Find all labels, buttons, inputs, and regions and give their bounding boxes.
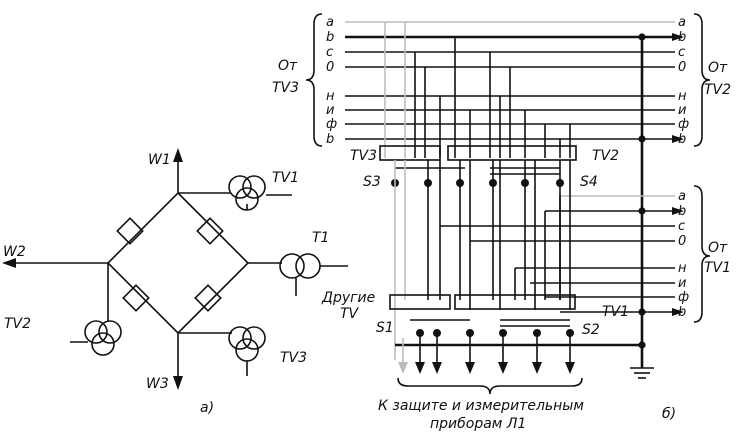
svg-text:ф: ф [678,117,689,132]
upper-bus-arrows [672,33,684,143]
feeder-w1-arrow [173,148,183,162]
output-arrows [398,333,575,374]
svg-text:b: b [678,30,686,45]
svg-text:a: a [326,15,334,30]
breaker-q4 [194,284,222,312]
tv1-lower-block [454,294,576,310]
tv2-wire-labels: a b c 0 н и ф b [678,15,689,147]
lower-bus-arrows [672,207,684,316]
s1-s2-contacts [410,319,574,337]
switch-s1-label: S1 [376,320,394,336]
svg-text:ф: ф [326,117,337,132]
transformer-t1-label: T1 [312,230,329,246]
svg-text:b: b [678,305,686,320]
tv1-group-prefix: От [708,240,728,256]
svg-text:b: b [678,204,686,219]
svg-text:c: c [678,45,685,60]
panel-b-wiring-scheme: a b c 0 н и ф b От TV3 a b c 0 н и ф b О… [272,13,731,432]
outputs-brace [397,377,583,395]
svg-text:0: 0 [326,60,334,75]
svg-text:0: 0 [678,60,686,75]
transformer-tv3-label: TV3 [280,350,307,366]
tv1-group-brace [693,185,711,323]
svg-text:и: и [678,276,686,291]
tv3-group-prefix: От [278,58,298,74]
tv1-block-label: TV1 [602,304,629,320]
svg-text:c: c [678,219,685,234]
transformer-tv2-symbol [84,320,122,356]
breaker-q2 [196,217,224,245]
svg-text:a: a [678,15,686,30]
svg-text:и: и [678,103,686,118]
svg-text:ф: ф [678,290,689,305]
transformer-tv2-label: TV2 [4,316,31,332]
tv1-wire-labels: a b c 0 н и ф b [678,189,689,320]
svg-text:и: и [326,103,334,118]
feeder-w3-label: W3 [146,376,169,392]
tv2-block-label: TV2 [592,148,619,164]
transformer-tv1-symbol [228,175,266,211]
other-tv-label-line1: Другие [321,290,375,306]
lower-bus-wires [440,195,682,313]
tv3-group-brace [305,13,323,147]
feeder-w1-label: W1 [148,152,171,168]
switch-s2-label: S2 [582,322,600,338]
upper-bus-wires [345,21,682,140]
tv2-group-brace [693,13,711,147]
transformer-tv1-label: TV1 [272,170,299,186]
transformer-tv3-symbol [228,326,266,362]
feeder-w2-arrow [2,258,16,268]
s3-s4-contacts [391,167,564,187]
tv2-group-name: TV2 [704,82,731,98]
tv3-group-name: TV3 [272,80,299,96]
outputs-caption-line1: К защите и измерительным [378,398,584,414]
tv3-block-label: TV3 [350,148,377,164]
breaker-q3 [122,284,150,312]
main-vertical-conductors [394,160,571,360]
tv2-group-prefix: От [708,60,728,76]
switch-s4-label: S4 [580,174,598,190]
busbar-junction-dots [638,33,646,349]
feeder-w3-arrow [173,376,183,390]
breaker-q1 [116,217,144,245]
switch-s3-label: S3 [363,174,381,190]
svg-text:a: a [678,189,686,204]
transformer-t1-symbol [279,253,321,279]
svg-text:b: b [326,30,334,45]
feeder-w2-label: W2 [3,244,26,260]
panel-a-caption: а) [200,400,214,416]
tv2-switch-block [447,145,577,161]
panel-a-substation-scheme: W1 TV1 W2 TV2 W3 [2,148,375,416]
ground-symbol [630,367,654,379]
svg-text:b: b [678,132,686,147]
other-tv-label-line2: TV [340,306,360,322]
upper-drop-wires [384,22,571,158]
svg-text:0: 0 [678,234,686,249]
tv3-lower-block [389,294,451,310]
outputs-caption-line2: приборам Л1 [430,416,526,432]
tv1-group-name: TV1 [704,260,731,276]
svg-text:c: c [326,45,333,60]
svg-text:н: н [678,89,687,104]
svg-text:b: b [326,132,334,147]
svg-text:н: н [326,89,335,104]
tv3-wire-labels: a b c 0 н и ф b [326,15,337,147]
svg-text:н: н [678,261,687,276]
panel-b-caption: б) [662,406,676,422]
tv3-switch-block [379,145,441,161]
ring-bus-diamond [106,191,250,335]
